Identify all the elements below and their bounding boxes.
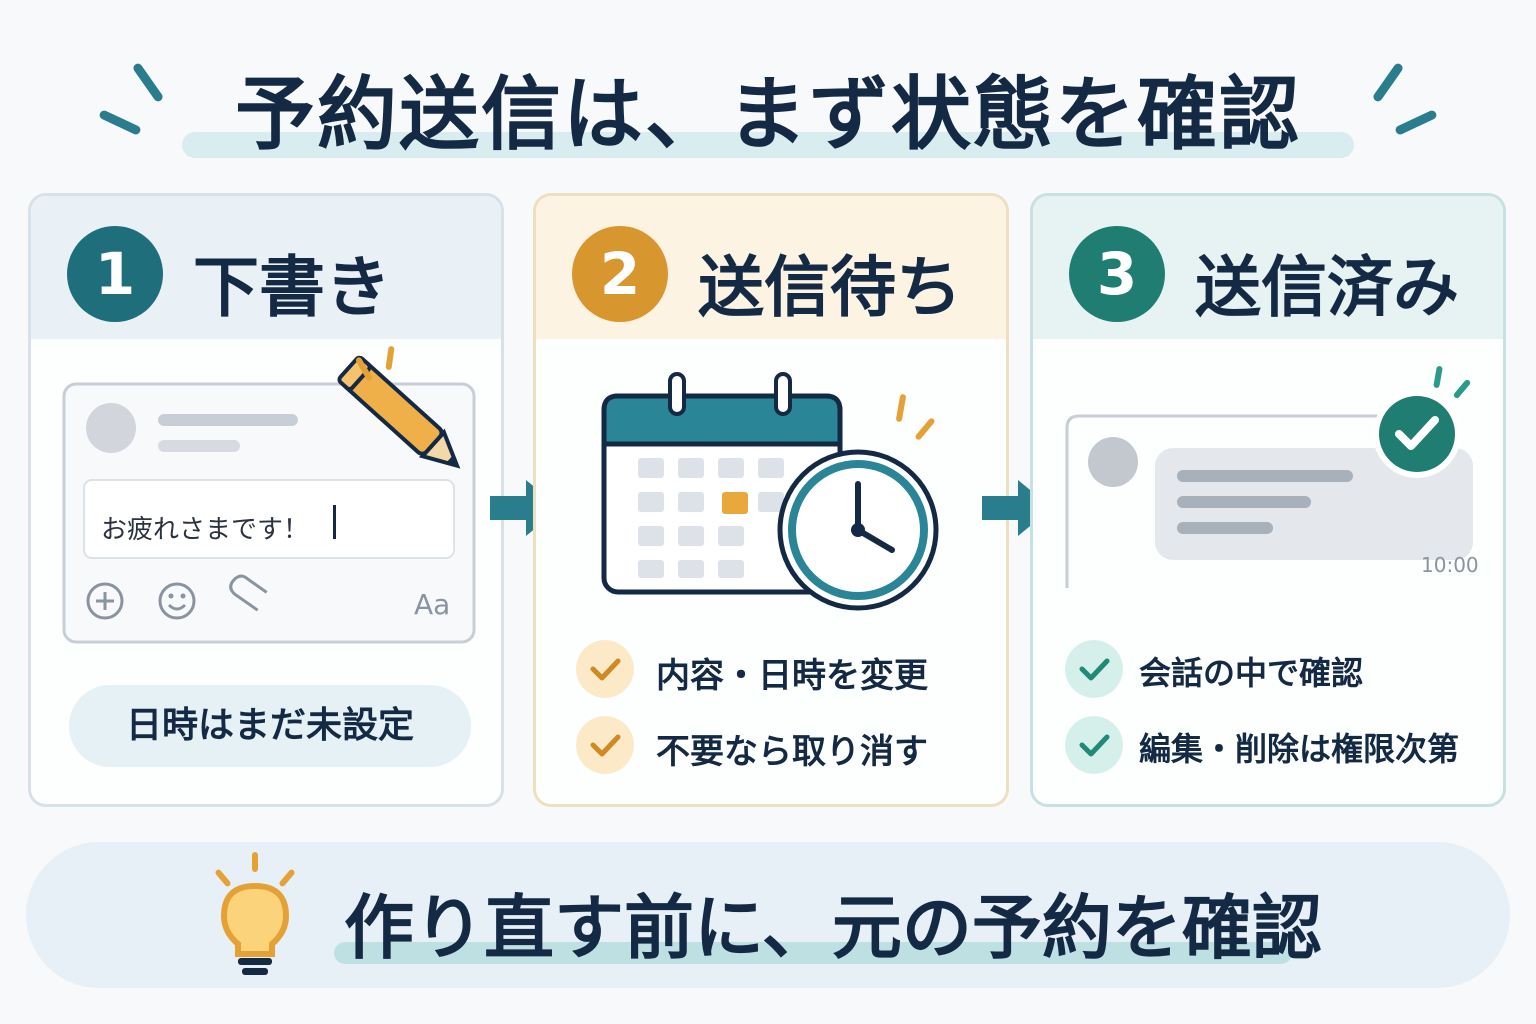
step-card-scheduled: 2 送信待ち 内容・日時を変更 bbox=[533, 193, 1009, 807]
check-label: 内容・日時を変更 bbox=[656, 656, 928, 696]
plus-icon bbox=[86, 582, 124, 620]
avatar bbox=[1088, 437, 1138, 487]
step-card-sent: 3 送信済み 10:00 会話の中で確認 編集・削除は権限次第 bbox=[1030, 193, 1506, 807]
header: 予約送信は、まず状態を確認 bbox=[0, 40, 1536, 170]
card-header: 3 送信済み bbox=[1033, 196, 1503, 339]
step-title: 下書き bbox=[193, 249, 391, 326]
step-card-draft: 1 下書き お疲れさまです！ Aa 日時はまだ未設定 bbox=[28, 193, 504, 807]
format-text-button[interactable]: Aa bbox=[414, 588, 451, 621]
check-icon bbox=[576, 640, 634, 698]
tip-highlight bbox=[334, 942, 1292, 964]
status-pill: 日時はまだ未設定 bbox=[69, 685, 471, 767]
check-badge-icon bbox=[1373, 390, 1461, 478]
check-icon bbox=[1065, 716, 1123, 774]
pencil-icon bbox=[337, 355, 461, 469]
lightbulb-icon bbox=[215, 852, 295, 975]
check-icon bbox=[1065, 640, 1123, 698]
step-number: 1 bbox=[67, 226, 163, 322]
calendar-icon bbox=[601, 372, 939, 611]
tip-text: 作り直す前に、元の予約を確認 bbox=[344, 887, 1322, 969]
step-title: 送信済み bbox=[1195, 249, 1459, 326]
avatar bbox=[86, 403, 136, 453]
compose-mockup bbox=[62, 346, 476, 644]
check-icon bbox=[576, 716, 634, 774]
card-header: 2 送信待ち bbox=[536, 196, 1006, 339]
card-header: 1 下書き bbox=[31, 196, 501, 339]
step-number: 2 bbox=[572, 226, 668, 322]
check-label: 会話の中で確認 bbox=[1139, 654, 1364, 692]
clock-icon bbox=[777, 449, 939, 611]
message-input-text[interactable]: お疲れさまです！ bbox=[101, 515, 310, 545]
sent-message-mockup bbox=[1065, 366, 1473, 588]
attachment-icon bbox=[229, 574, 268, 612]
check-label: 不要なら取り消す bbox=[656, 732, 928, 772]
page-title: 予約送信は、まず状態を確認 bbox=[235, 68, 1301, 161]
step-title: 送信待ち bbox=[698, 249, 962, 326]
check-label: 編集・削除は権限次第 bbox=[1139, 730, 1460, 768]
title-highlight bbox=[182, 132, 1354, 158]
message-timestamp: 10:00 bbox=[1421, 553, 1479, 577]
emoji-icon bbox=[158, 582, 196, 620]
step-number: 3 bbox=[1069, 226, 1165, 322]
